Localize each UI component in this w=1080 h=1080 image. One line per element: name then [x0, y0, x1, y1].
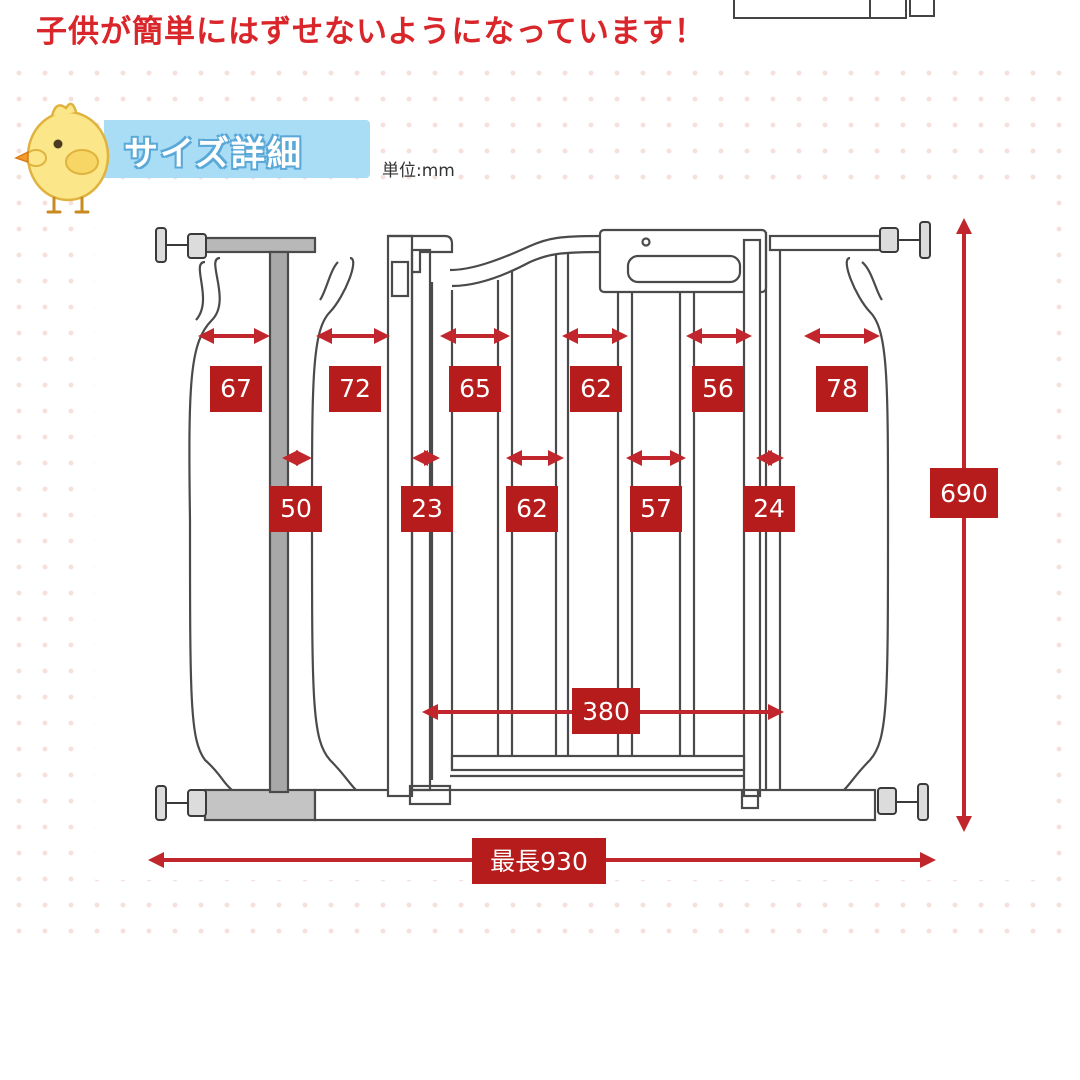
gap-value: 62: [580, 374, 612, 403]
gap-value: 23: [411, 494, 443, 523]
height-value: 690: [940, 479, 988, 508]
chick-icon: [14, 102, 110, 214]
gap-label: 62: [570, 366, 622, 412]
gap-value: 56: [702, 374, 734, 403]
height-label: 690: [930, 468, 998, 518]
headline-band: [0, 0, 1080, 64]
gap-label: 72: [329, 366, 381, 412]
door-width-value: 380: [582, 697, 630, 726]
unit-label: 単位:mm: [382, 161, 455, 181]
section-banner: [104, 120, 370, 178]
headline-text: 子供が簡単にはずせないようになっています！: [36, 14, 706, 50]
max-length-value: 最長930: [490, 847, 588, 876]
gap-label: 23: [401, 486, 453, 532]
section-title: サイズ詳細: [124, 134, 303, 174]
max-length-label: 最長930: [472, 838, 606, 884]
gap-label: 50: [270, 486, 322, 532]
gap-value: 62: [516, 494, 548, 523]
gap-value: 50: [280, 494, 312, 523]
gap-label: 62: [506, 486, 558, 532]
gap-value: 72: [339, 374, 371, 403]
gap-label: 24: [743, 486, 795, 532]
gap-value: 78: [826, 374, 858, 403]
top-gap-labels: 67 72 65 62 56 78: [210, 366, 868, 412]
gap-label: 57: [630, 486, 682, 532]
gap-label: 65: [449, 366, 501, 412]
door-width-label: 380: [572, 688, 640, 734]
gap-label: 78: [816, 366, 868, 412]
mid-gap-labels: 50 23 62 57 24: [270, 486, 795, 532]
gap-label: 56: [692, 366, 744, 412]
gap-value: 24: [753, 494, 785, 523]
tension-knobs: [155, 221, 931, 821]
cropped-illustration: [733, 0, 935, 19]
gap-label: 67: [210, 366, 262, 412]
gap-value: 65: [459, 374, 491, 403]
gap-value: 57: [640, 494, 672, 523]
gap-value: 67: [220, 374, 252, 403]
